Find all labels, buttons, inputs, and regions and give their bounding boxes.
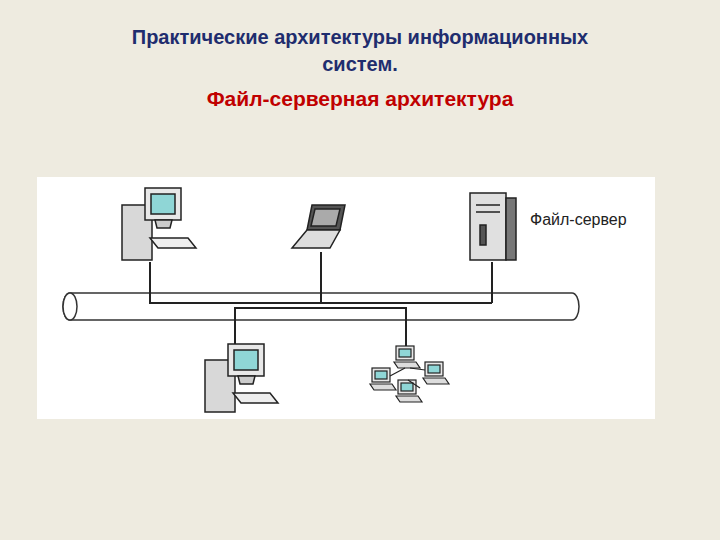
laptop-computer: [292, 205, 345, 248]
desktop-computer: [122, 188, 196, 260]
server-label: Файл-сервер: [528, 210, 629, 230]
slide-subtitle: Файл-серверная архитектура: [60, 86, 660, 112]
desktop-computer: [205, 344, 278, 412]
file-server: [470, 193, 516, 260]
slide-title: Практические архитектуры информационных …: [125, 24, 595, 78]
white-panel: [37, 177, 655, 419]
network-wiring: [150, 252, 492, 352]
computer-group: [370, 346, 449, 402]
